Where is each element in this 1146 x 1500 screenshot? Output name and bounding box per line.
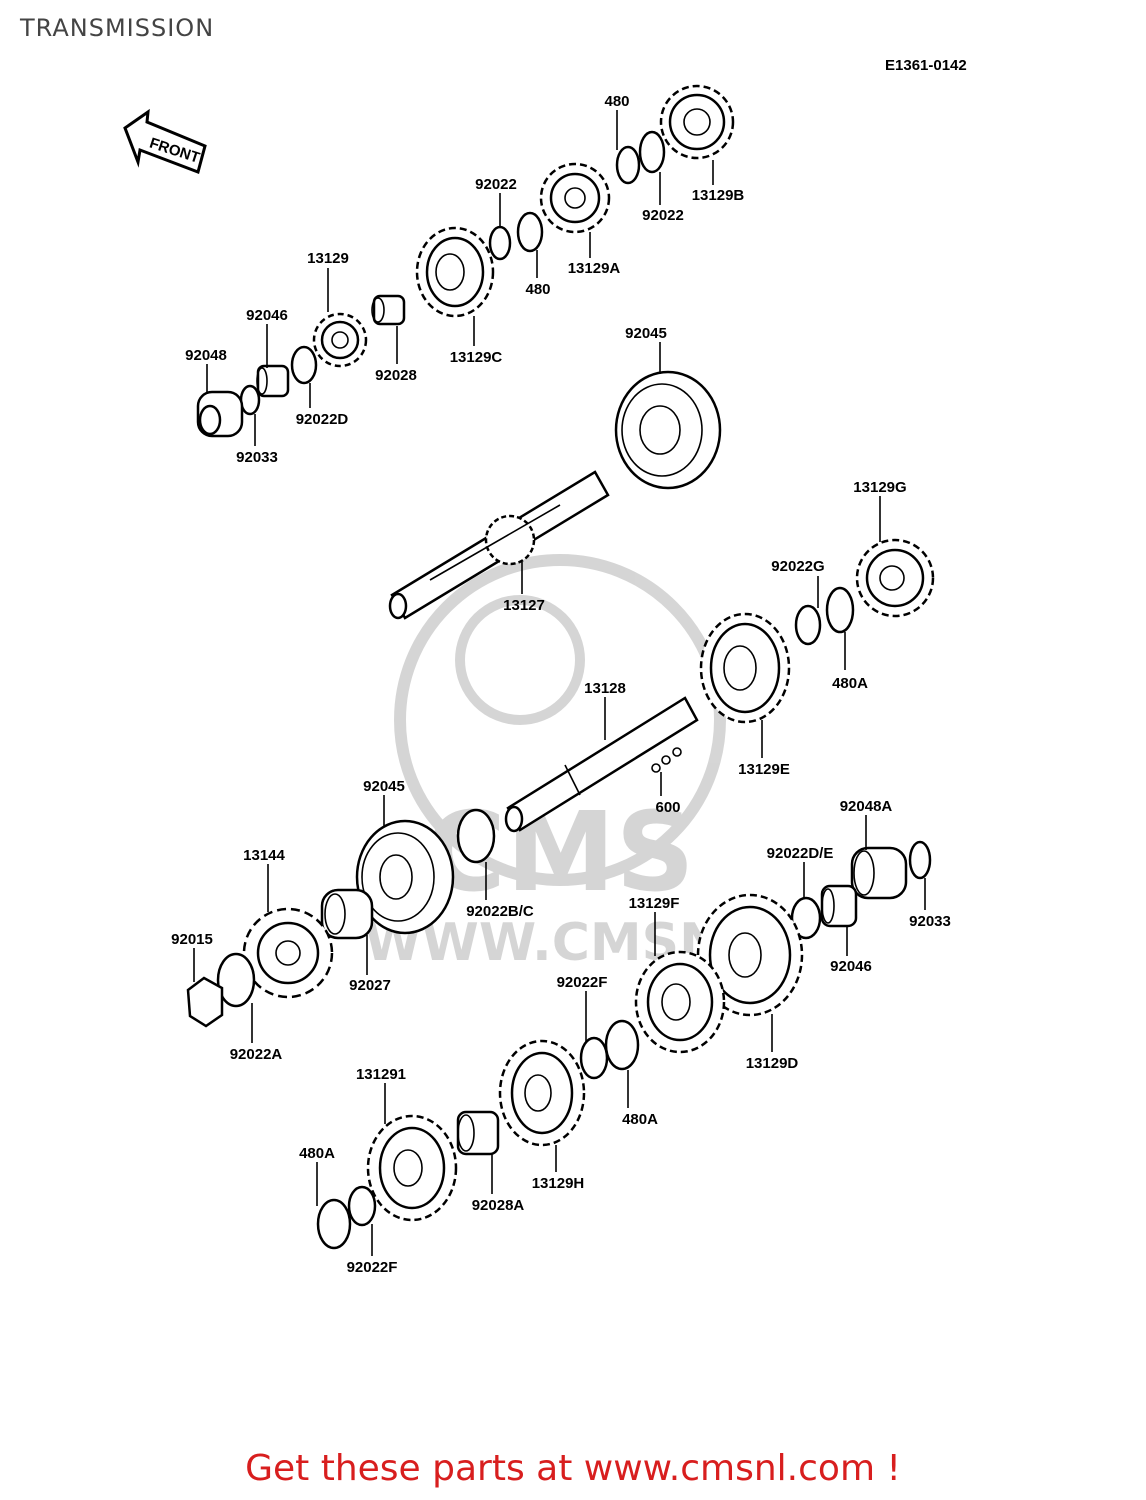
label-92022a: 92022A [230, 1046, 283, 1063]
label-13129d: 13129D [746, 1055, 799, 1072]
gear-13129-icon [312, 312, 368, 368]
washer-92022f-mid-icon [579, 1036, 609, 1080]
front-arrow-icon: FRONT [123, 108, 207, 174]
collar-92027-icon [320, 888, 374, 940]
label-480a-g: 480A [832, 675, 868, 692]
label-92022f-mid: 92022F [557, 974, 608, 991]
gear-13129g-icon [855, 538, 935, 618]
circlip-480-icon [615, 145, 641, 185]
washer-92022bc-icon [456, 808, 496, 864]
ball-bearing-92045-top-icon [614, 370, 722, 490]
label-92022-right: 92022 [642, 207, 684, 224]
circlip-480a-g-icon [825, 586, 855, 634]
label-13129a: 13129A [568, 260, 621, 277]
bushing-92028a-icon [456, 1110, 500, 1156]
label-480a-mid: 480A [622, 1111, 658, 1128]
ball-bearing-92045-mid-icon [355, 819, 455, 935]
label-13129h: 13129H [532, 1175, 585, 1192]
label-92033-right: 92033 [909, 913, 951, 930]
washer-92022-top-icon [488, 225, 512, 261]
label-92022-top: 92022 [475, 176, 517, 193]
label-92015: 92015 [171, 931, 213, 948]
circlip-92033-icon [239, 384, 261, 416]
label-92022d: 92022D [296, 411, 349, 428]
washer-92022d-icon [290, 345, 318, 385]
washer-92022a-icon [216, 952, 256, 1008]
label-92046-top: 92046 [246, 307, 288, 324]
label-13129g: 13129G [853, 479, 906, 496]
label-13127: 13127 [503, 597, 545, 614]
gear-13129h-icon [498, 1039, 586, 1147]
label-13144: 13144 [243, 847, 285, 864]
label-480a-bot: 480A [299, 1145, 335, 1162]
label-13129i: 131291 [356, 1066, 406, 1083]
label-92045-mid: 92045 [363, 778, 405, 795]
label-13129c: 13129C [450, 349, 503, 366]
circlip-480-mid-icon [516, 211, 544, 253]
label-92033-top: 92033 [236, 449, 278, 466]
label-13128: 13128 [584, 680, 626, 697]
leader-lines [193, 110, 926, 1256]
gear-13129i-icon [366, 1114, 458, 1222]
label-13129f: 13129F [629, 895, 680, 912]
circlip-480a-bot-icon [316, 1198, 352, 1250]
washer-92022f-bot-icon [347, 1185, 377, 1227]
label-600: 600 [655, 799, 680, 816]
output-shaft-13128-icon [504, 696, 699, 833]
label-480-mid: 480 [525, 281, 550, 298]
label-92027: 92027 [349, 977, 391, 994]
label-92022bc: 92022B/C [466, 903, 534, 920]
diagram-code: E1361-0142 [885, 57, 967, 74]
label-92045-top: 92045 [625, 325, 667, 342]
label-92022g: 92022G [771, 558, 824, 575]
part-labels: 480 13129B 92022 92022 480 13129A 13129 … [171, 93, 951, 1276]
label-92048: 92048 [185, 347, 227, 364]
gear-13129d-icon [696, 893, 804, 1017]
circlip-92033-right-icon [908, 840, 932, 880]
washer-92022-icon [638, 130, 666, 174]
label-13129b: 13129B [692, 187, 745, 204]
label-92022f-bot: 92022F [347, 1259, 398, 1276]
page-title: TRANSMISSION [20, 14, 215, 42]
gear-13129f-icon [634, 950, 726, 1054]
pins-600-icon [651, 747, 682, 773]
sprocket-13144-icon [242, 907, 334, 999]
label-92028a: 92028A [472, 1197, 525, 1214]
label-13129: 13129 [307, 250, 349, 267]
label-480-top: 480 [604, 93, 629, 110]
collar-92048-icon [196, 390, 244, 438]
washer-92022g-icon [794, 604, 822, 646]
needle-bearing-92046-icon [256, 364, 290, 398]
gear-13129a-icon [539, 162, 611, 234]
footer-link-text[interactable]: Get these parts at www.cmsnl.com ! [245, 1448, 901, 1489]
input-shaft-13127-icon [388, 470, 610, 620]
gear-13129b-icon [659, 84, 735, 160]
needle-bearing-92046-bot-icon [820, 884, 858, 928]
label-92028: 92028 [375, 367, 417, 384]
nut-92015-icon [186, 976, 224, 1028]
label-92046-bot: 92046 [830, 958, 872, 975]
gear-13129e-icon [699, 612, 791, 724]
label-13129e: 13129E [738, 761, 790, 778]
gear-13129c-icon [415, 226, 495, 318]
bushing-92028-icon [371, 294, 406, 326]
label-92048a: 92048A [840, 798, 893, 815]
label-92022de: 92022D/E [767, 845, 834, 862]
collar-92048a-icon [850, 846, 908, 900]
circlip-480a-mid-icon [604, 1019, 640, 1071]
